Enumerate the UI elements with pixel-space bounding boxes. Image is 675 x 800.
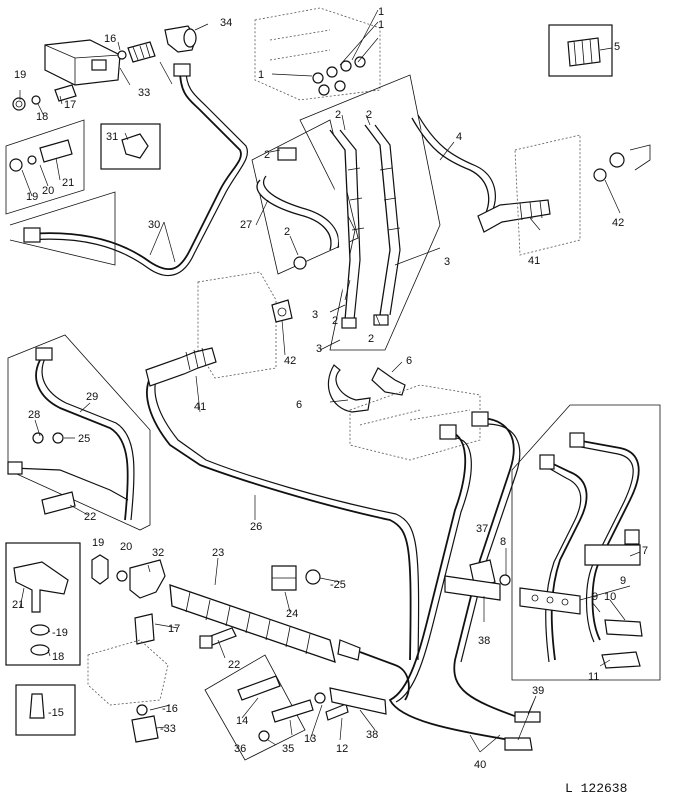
callout-11: 11: [588, 671, 599, 683]
callout-3a: 3: [312, 309, 318, 321]
callout-7: 7: [642, 545, 648, 557]
callout-17b: 17: [168, 623, 180, 635]
callout-20a: 20: [42, 185, 54, 197]
callout-40: 40: [474, 759, 486, 771]
callout-13: 13: [304, 733, 316, 745]
right-line-group: [511, 404, 661, 681]
manifold-and-hoses: [197, 7, 651, 413]
callout-41b: 41: [528, 255, 540, 267]
callout-8: 8: [500, 536, 506, 548]
callout-24: 24: [286, 608, 298, 620]
callout-33a: 33: [138, 87, 150, 99]
callout-39: 39: [532, 685, 544, 697]
callout-18b: 18: [52, 651, 64, 663]
callout-25a: -25: [330, 579, 346, 591]
callout-16a: 16: [104, 33, 116, 45]
callout-33b: -33: [160, 723, 176, 735]
callout-25b: 25: [78, 433, 90, 445]
callout-1c: 1: [258, 69, 264, 81]
bottom-hose-group: [91, 554, 541, 761]
callout-19a: 19: [14, 69, 26, 81]
callout-2d: 2: [284, 226, 290, 238]
callout-42b: 42: [284, 355, 296, 367]
callout-16b: -16: [162, 703, 178, 715]
callout-21b: 21: [12, 599, 24, 611]
callout-32: 32: [152, 547, 164, 559]
callout-20b: 20: [120, 541, 132, 553]
callout-6b: 6: [296, 399, 302, 411]
callout-3b: 3: [444, 256, 450, 268]
callout-2a: 2: [335, 109, 341, 121]
callout-2e: 2: [332, 315, 338, 327]
callout-4: 4: [456, 131, 462, 143]
callout-42a: 42: [612, 217, 624, 229]
callout-27: 27: [240, 219, 252, 231]
callout-29: 29: [86, 391, 98, 403]
callout-labels: 1 1 1 2 2 2 2 2 2 3 3 3 4 5 6 6 7 8 9 9 …: [12, 6, 648, 771]
callout-30: 30: [148, 219, 160, 231]
callout-41a: 41: [194, 401, 206, 413]
top-left-valve-group: [5, 25, 248, 277]
callout-34: 34: [220, 17, 232, 29]
callout-31: 31: [106, 131, 118, 143]
callout-28: 28: [28, 409, 40, 421]
callout-14: 14: [236, 715, 248, 727]
callout-38a: 38: [478, 635, 490, 647]
callout-2c: 2: [264, 149, 270, 161]
callout-10: 10: [604, 591, 616, 603]
callout-37: 37: [476, 523, 488, 535]
callout-6a: 6: [406, 355, 412, 367]
callout-22b: 22: [228, 659, 240, 671]
callout-21a: 21: [62, 177, 74, 189]
callout-19d: -19: [52, 627, 68, 639]
callout-2f: 2: [368, 333, 374, 345]
callout-9b: 9: [592, 591, 598, 603]
leader-lines: [19, 9, 641, 753]
callout-26: 26: [250, 521, 262, 533]
center-lines: [7, 334, 521, 741]
callout-18a: 18: [36, 111, 48, 123]
callout-1b: 1: [378, 19, 384, 31]
bottom-left-boxes: [5, 542, 169, 743]
callout-22a: 22: [84, 511, 96, 523]
callout-38b: 38: [366, 729, 378, 741]
callout-36: 36: [234, 743, 246, 755]
callout-23: 23: [212, 547, 224, 559]
callout-17a: 17: [64, 99, 76, 111]
callout-1a: 1: [378, 6, 384, 18]
callout-9a: 9: [620, 575, 626, 587]
callout-35: 35: [282, 743, 294, 755]
callout-19b: 19: [26, 191, 38, 203]
callout-12: 12: [336, 743, 348, 755]
callout-3c: 3: [316, 343, 322, 355]
document-id: L 122638: [565, 781, 627, 796]
callout-2b: 2: [366, 109, 372, 121]
callout-5: 5: [614, 41, 620, 53]
callout-19c: 19: [92, 537, 104, 549]
callout-15: -15: [48, 707, 64, 719]
